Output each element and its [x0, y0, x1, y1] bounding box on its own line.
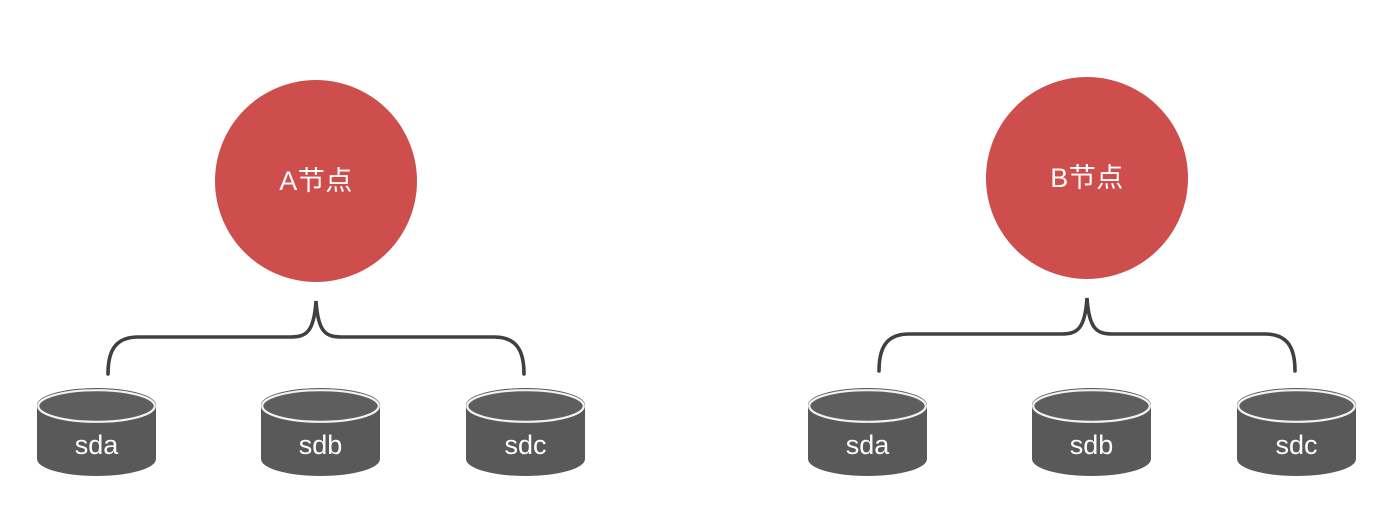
- disk-top-ellipse: [37, 389, 156, 423]
- disk-top-ellipse: [1237, 389, 1356, 423]
- disk-top-ellipse: [1032, 389, 1151, 423]
- disk-top-ellipse: [808, 389, 927, 423]
- disk-label: sdb: [1069, 430, 1114, 460]
- node-label: B节点: [1050, 162, 1124, 193]
- disk-label: sdc: [1275, 430, 1318, 460]
- storage-disk-group-b-0[interactable]: sda: [808, 388, 927, 476]
- disk-label: sda: [74, 430, 119, 460]
- brace-path: [106, 300, 526, 376]
- disk-top-ellipse: [261, 389, 380, 423]
- brace-connector-group-a: [100, 293, 532, 382]
- disk-top-ellipse: [466, 389, 585, 423]
- brace-path: [877, 297, 1297, 373]
- disk-label: sda: [845, 430, 890, 460]
- disk-label: sdb: [298, 430, 343, 460]
- storage-disk-group-a-0[interactable]: sda: [37, 388, 156, 476]
- disk-label: sdc: [504, 430, 547, 460]
- storage-disk-group-a-1[interactable]: sdb: [261, 388, 380, 476]
- storage-disk-group-a-2[interactable]: sdc: [466, 388, 585, 476]
- storage-disk-group-b-1[interactable]: sdb: [1032, 388, 1151, 476]
- node-circle-group-b[interactable]: B节点: [986, 77, 1188, 279]
- node-circle-group-a[interactable]: A节点: [215, 80, 417, 282]
- node-label: A节点: [279, 165, 353, 196]
- storage-disk-group-b-2[interactable]: sdc: [1237, 388, 1356, 476]
- brace-connector-group-b: [871, 290, 1303, 379]
